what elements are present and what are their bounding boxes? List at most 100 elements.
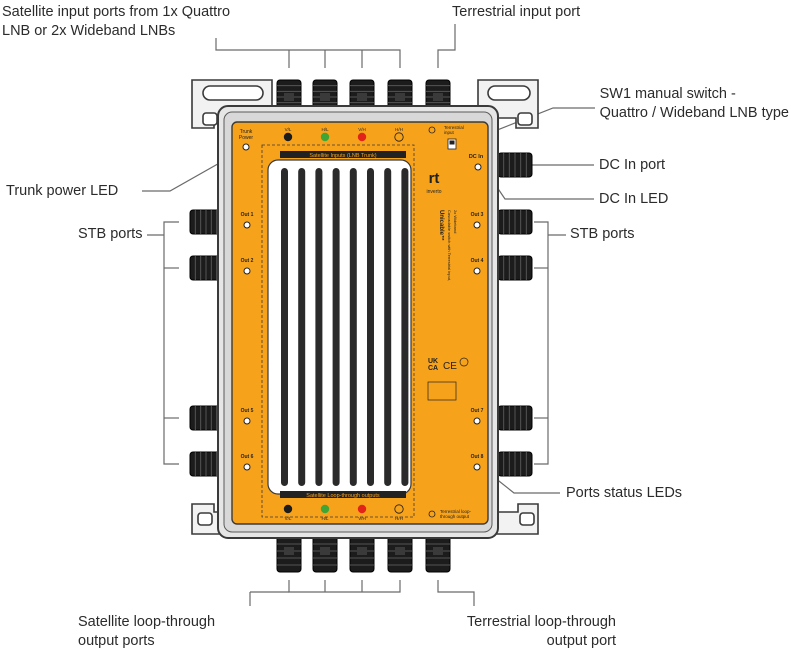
dc-in-port[interactable] (497, 152, 533, 178)
grille-bar (315, 168, 323, 486)
status-led-right-2 (473, 267, 481, 275)
satellite-loop-port-2-pin (320, 547, 330, 555)
label-ports-status-leds: Ports status LEDs (566, 485, 683, 501)
satellite-loop-port-1-pin (284, 547, 294, 555)
leader-satellite-input (215, 38, 401, 68)
top-port-label-3: V/H (358, 127, 366, 132)
bottom-port-markers: V/L H/L V/H H/H (283, 504, 404, 521)
bottom-port-label-1: V/L (285, 516, 292, 521)
leader-stb-right (534, 221, 549, 465)
weee-icon (459, 357, 469, 367)
leader-lines (142, 24, 595, 606)
out-label-right-4: Out 8 (471, 454, 484, 460)
terrestrial-input-port-pin (433, 93, 443, 101)
stb-port-right-2[interactable] (497, 255, 533, 281)
stb-port-right-1[interactable] (497, 209, 533, 235)
terrestrial-input-text-2: input (444, 130, 455, 135)
bottom-port-label-4: H/H (395, 516, 403, 521)
out-label-right-1: Out 3 (471, 212, 484, 218)
trunk-power-text-2: Power (239, 135, 254, 141)
satellite-loop-port-4-pin (395, 547, 405, 555)
terrestrial-input-mark (428, 126, 436, 134)
out-label-left-1: Out 1 (241, 212, 254, 218)
product-text: Unicable™ Cascadable switch with Terrest… (438, 210, 458, 281)
brand-name: inverto (426, 189, 441, 195)
stb-port-left-2[interactable] (189, 255, 223, 281)
status-led-left-4 (243, 463, 251, 471)
side-connectors (189, 152, 533, 477)
terrestrial-loop-port[interactable] (425, 529, 451, 573)
label-terrestrial-loop-line1: Terrestrial loop-through (466, 614, 616, 630)
marker-bottom-3 (357, 504, 367, 514)
top-banner-text: Satellite Inputs (LNB Trunk) (309, 153, 376, 159)
ce-mark: CE (443, 361, 457, 372)
out-label-right-2: Out 4 (471, 258, 484, 264)
brand-mark: rt (429, 170, 440, 187)
grille-bar (367, 168, 374, 486)
top-banner-bg (280, 151, 406, 158)
label-dc-in-led: DC In LED (599, 191, 669, 207)
product-desc: Cascadable switch with Terrestrial input… (447, 210, 452, 281)
label-stb-ports-left: STB ports (78, 226, 143, 242)
label-satellite-input-line1: Satellite input ports from 1x Quattro (2, 4, 231, 20)
trunk-power-text-1: Trunk (240, 129, 253, 135)
bottom-port-label-2: H/L (321, 516, 329, 521)
status-led-right-4 (473, 463, 481, 471)
label-satellite-loop: Satellite loop-through output ports (78, 613, 215, 651)
status-led-right-3 (473, 417, 481, 425)
leader-satellite-loop (288, 580, 401, 593)
satellite-loop-port-3[interactable] (349, 529, 375, 573)
product-name: Unicable™ (438, 210, 445, 241)
sw1-switch-knob (449, 140, 455, 145)
status-led-left-3 (243, 417, 251, 425)
leader-terrestrial-input (437, 24, 456, 68)
leader-terrestrial-loop (437, 580, 475, 606)
ear-bottom-right-hole (519, 512, 535, 526)
ukca-mark-1: UK (428, 358, 438, 365)
dc-in-led (474, 163, 482, 171)
terrestrial-loop-port-pin (433, 547, 443, 555)
label-trunk-power-led: Trunk power LED (6, 183, 119, 199)
bottom-banner-text: Satellite Loop-through outputs (306, 493, 380, 499)
grille-bar (384, 168, 392, 486)
trunk-power-led (242, 143, 250, 151)
satellite-input-port-3-pin (357, 93, 367, 101)
grille-bar (349, 168, 357, 486)
top-port-markers: V/L H/L V/H H/H (283, 127, 404, 142)
satellite-input-port-2-pin (320, 93, 330, 101)
stb-port-left-3[interactable] (189, 405, 223, 431)
stb-port-right-3[interactable] (497, 405, 533, 431)
ear-top-left-hole (202, 112, 218, 126)
label-terrestrial-loop: Terrestrial loop-through output port (440, 613, 616, 651)
ear-top-left-slot (202, 85, 264, 101)
terrestrial-loop-text-1: Terrestrial loop- (440, 509, 472, 514)
out-label-left-2: Out 2 (241, 258, 254, 264)
satellite-input-port-4-pin (395, 93, 405, 101)
satellite-input-port-1-pin (284, 93, 294, 101)
top-port-label-4: H/H (395, 127, 403, 132)
marker-top-2 (320, 132, 330, 142)
top-port-label-1: V/L (285, 127, 292, 132)
out-label-right-3: Out 7 (471, 408, 484, 414)
terrestrial-loop-mark (428, 510, 436, 518)
status-led-left-2 (243, 267, 251, 275)
label-sw1-switch: SW1 manual switch - Quattro / Wideband L… (600, 85, 789, 123)
label-satellite-loop-line2: output ports (78, 633, 155, 649)
leader-stb-left (163, 221, 179, 465)
ear-top-right-slot (487, 85, 531, 101)
status-led-left-1 (243, 221, 251, 229)
grille-bar (298, 168, 306, 486)
label-sticker (427, 381, 457, 401)
label-sw1-line1: SW1 manual switch - (599, 86, 736, 102)
marker-top-4 (394, 132, 404, 142)
terrestrial-input-text-1: Terrestrial (444, 125, 464, 130)
stb-port-right-4[interactable] (497, 451, 533, 477)
label-stb-ports-right: STB ports (570, 226, 635, 242)
label-satellite-loop-line1: Satellite loop-through (78, 614, 216, 630)
stb-port-left-1[interactable] (189, 209, 223, 235)
dc-in-text: DC In (469, 154, 484, 160)
label-satellite-input-line2: LNB or 2x Wideband LNBs (2, 23, 176, 39)
